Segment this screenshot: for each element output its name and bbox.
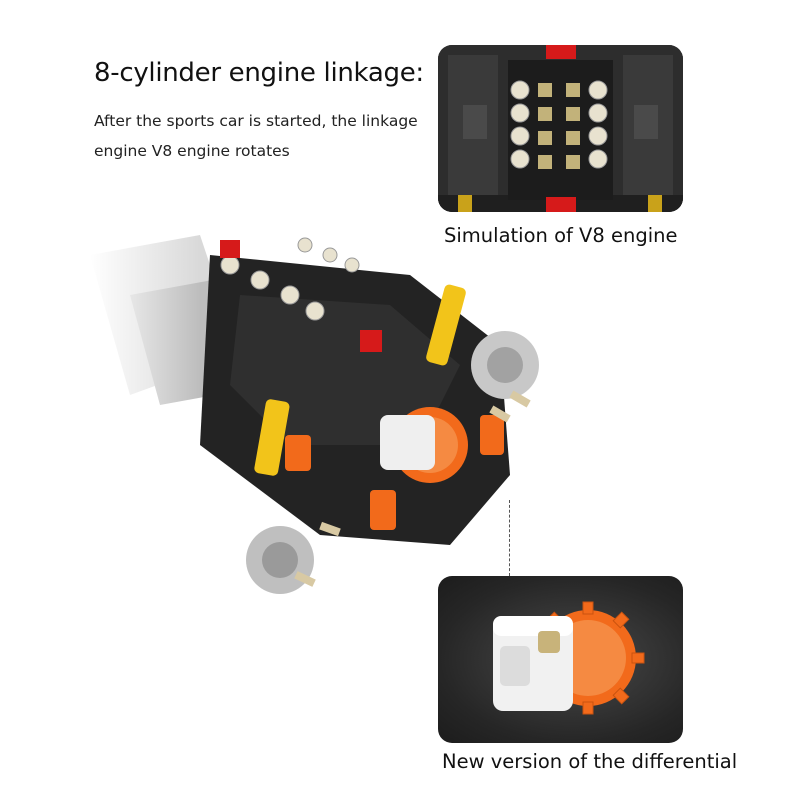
headline: 8-cylinder engine linkage: (94, 58, 424, 88)
sports-car-chassis-model (90, 215, 570, 615)
differential-caption: New version of the differential (442, 750, 738, 773)
v8-engine-illustration (438, 45, 683, 212)
description-line-2: engine V8 engine rotates (94, 142, 290, 160)
differential-inset-photo (438, 576, 683, 743)
chassis-illustration (90, 215, 539, 615)
differential-illustration (493, 601, 645, 715)
description-line-1: After the sports car is started, the lin… (94, 112, 418, 130)
engine-caption: Simulation of V8 engine (444, 224, 678, 247)
description: After the sports car is started, the lin… (94, 106, 434, 166)
callout-dashed-line (509, 500, 510, 576)
v8-engine-inset-photo (438, 45, 683, 212)
